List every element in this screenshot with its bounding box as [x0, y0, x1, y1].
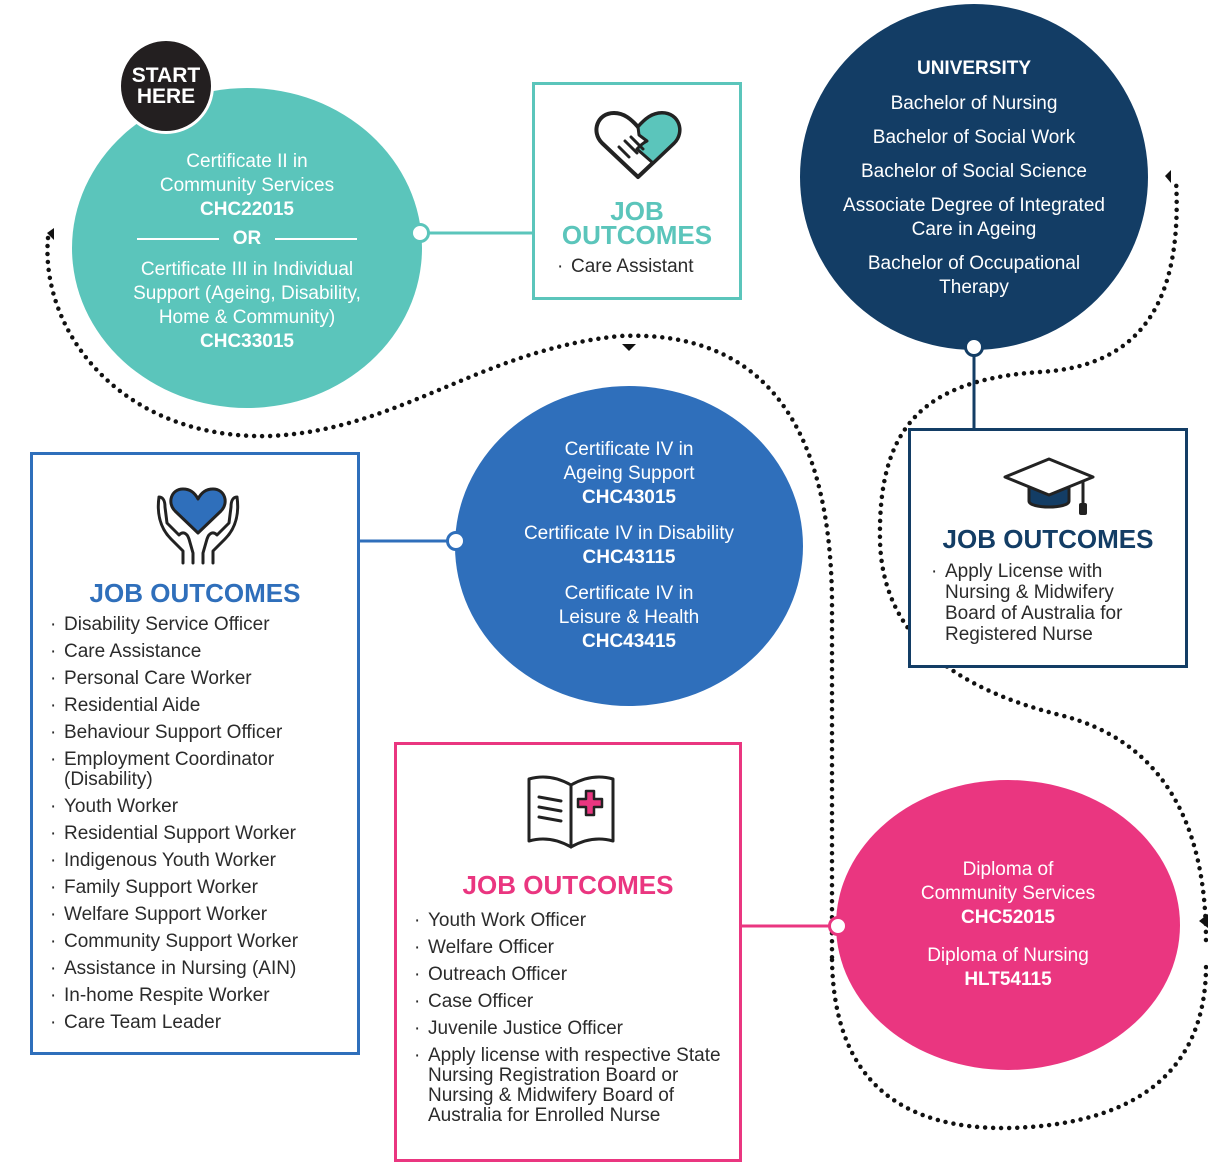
medical-book-icon: [527, 775, 615, 849]
list-item: ·Apply license with respective State Nur…: [414, 1045, 721, 1126]
list-item: ·Residential Aide: [50, 695, 201, 716]
list-item: ·Personal Care Worker: [50, 668, 252, 689]
cert3-code: CHC33015: [200, 331, 294, 352]
list-item: ·Juvenile Justice Officer: [414, 1018, 624, 1039]
list-item: ·Assistance in Nursing (AIN): [50, 958, 297, 979]
blue-connector-port: [446, 531, 466, 551]
diploma-community-group: Diploma of Community Services CHC52015: [921, 858, 1095, 930]
list-item: ·Case Officer: [414, 991, 534, 1012]
cert4-ageing-group: Certificate IV in Ageing Support CHC4301…: [564, 438, 695, 510]
uni-item-social-work: Bachelor of Social Work: [872, 127, 1076, 148]
cert4-disability-code: CHC43115: [582, 547, 676, 568]
uni-item-associate-degree-line1: Associate Degree of Integrated: [843, 195, 1105, 216]
teal-job-outcomes-box: JOB OUTCOMES ·Care Assistant: [532, 82, 742, 300]
pink-qualification-circle: Diploma of Community Services CHC52015 D…: [836, 780, 1180, 1070]
cert3-line1: Certificate III in Individual: [140, 259, 354, 280]
diploma-community-line1: Diploma of: [962, 859, 1054, 880]
handshake-heart-icon: [594, 111, 682, 179]
or-rule-right: [275, 238, 358, 240]
list-item: ·Residential Support Worker: [50, 823, 296, 844]
uni-item-occupational-therapy-line1: Bachelor of Occupational: [867, 253, 1081, 274]
dotted-path-teal-to-blue: [45, 235, 835, 963]
cert4-leisure-line1: Certificate IV in: [564, 583, 694, 604]
blue-job-outcomes-title: JOB OUTCOMES: [89, 578, 301, 608]
arrowhead-left: [47, 228, 54, 240]
hands-heart-icon: [156, 487, 240, 565]
arrowhead-top: [622, 344, 636, 351]
list-item: ·Care Assistance: [50, 641, 202, 662]
list-item: ·Welfare Support Worker: [50, 904, 268, 925]
list-item: ·Youth Worker: [50, 796, 179, 817]
diploma-nursing-group: Diploma of Nursing HLT54115: [927, 944, 1089, 992]
cert4-leisure-line2: Leisure & Health: [558, 607, 700, 628]
cert3-line2: Support (Ageing, Disability,: [133, 283, 361, 304]
cert3-line3: Home & Community): [158, 307, 336, 328]
teal-job-outcomes-title-line2: OUTCOMES: [561, 220, 713, 250]
dotted-path-blue-to-pink: [829, 957, 1208, 1131]
cert2-line1: Certificate II in: [186, 151, 308, 172]
pink-job-outcomes-title: JOB OUTCOMES: [462, 870, 674, 900]
dotted-path-pink-to-university: [877, 177, 1208, 943]
uni-item-social-science: Bachelor of Social Science: [860, 161, 1087, 182]
list-item: ·Family Support Worker: [50, 877, 258, 898]
list-item: ·Care Team Leader: [50, 1012, 222, 1033]
list-item: · Apply License with Nursing & Midwifery…: [931, 561, 1123, 645]
blue-job-outcomes-list: ·Disability Service Officer ·Care Assist…: [33, 615, 357, 1040]
list-item: ·Outreach Officer: [414, 964, 568, 985]
teal-connector-port: [410, 223, 430, 243]
teal-job-outcomes-list: ·Care Assistant: [535, 257, 739, 284]
cert4-leisure-code: CHC43415: [582, 631, 676, 652]
university-circle: UNIVERSITY Bachelor of Nursing Bachelor …: [800, 4, 1148, 350]
graduation-cap-icon: [1003, 457, 1095, 515]
pink-connector-port: [828, 916, 848, 936]
list-item: ·Care Assistant: [557, 256, 694, 277]
uni-item-nursing: Bachelor of Nursing: [890, 93, 1058, 114]
blue-job-outcomes-box: JOB OUTCOMES ·Disability Service Officer…: [30, 452, 360, 1055]
diploma-community-line2: Community Services: [920, 883, 1096, 904]
university-connector-port: [964, 337, 984, 357]
list-item: ·Youth Work Officer: [414, 910, 587, 931]
list-item: ·Community Support Worker: [50, 931, 299, 952]
cert4-ageing-line2: Ageing Support: [563, 463, 695, 484]
diploma-nursing-line1: Diploma of Nursing: [927, 945, 1089, 966]
navy-job-outcomes-list: · Apply License with Nursing & Midwifery…: [911, 561, 1185, 645]
list-item: ·In-home Respite Worker: [50, 985, 270, 1006]
start-here-badge: START HERE: [118, 38, 214, 134]
cert4-disability-group: Certificate IV in Disability CHC43115: [524, 522, 734, 570]
list-item: ·Employment Coordinator (Disability): [50, 749, 275, 790]
diploma-community-code: CHC52015: [961, 907, 1055, 928]
uni-item-associate-degree-line2: Care in Ageing: [911, 219, 1037, 240]
list-item: ·Welfare Officer: [414, 937, 555, 958]
diploma-nursing-code: HLT54115: [964, 969, 1052, 990]
or-rule-left: [136, 238, 219, 240]
blue-qualification-circle: Certificate IV in Ageing Support CHC4301…: [455, 386, 803, 706]
list-item: ·Behaviour Support Officer: [50, 722, 283, 743]
cert4-ageing-line1: Certificate IV in: [564, 439, 694, 460]
navy-job-outcomes-title: JOB OUTCOMES: [942, 524, 1154, 554]
cert4-leisure-group: Certificate IV in Leisure & Health CHC43…: [559, 582, 699, 654]
arrowhead-top-right: [1165, 170, 1171, 183]
cert2-code: CHC22015: [200, 199, 294, 220]
uni-item-occupational-therapy-line2: Therapy: [939, 277, 1009, 298]
cert2-line2: Community Services: [159, 175, 335, 196]
list-item: ·Disability Service Officer: [50, 614, 270, 635]
start-label: START: [131, 64, 201, 87]
or-label: OR: [232, 228, 262, 249]
or-divider: OR: [136, 228, 358, 250]
pink-job-outcomes-box: JOB OUTCOMES ·Youth Work Officer ·Welfar…: [394, 742, 742, 1162]
university-heading: UNIVERSITY: [916, 58, 1032, 79]
pink-job-outcomes-list: ·Youth Work Officer ·Welfare Officer ·Ou…: [397, 911, 739, 1133]
teal-qualification-circle: Certificate II in Community Services CHC…: [72, 88, 422, 408]
cert4-disability-line1: Certificate IV in Disability: [523, 523, 735, 544]
teal-job-outcomes-title-line1: JOB: [610, 196, 664, 226]
here-label: HERE: [136, 85, 196, 108]
navy-job-outcomes-box: JOB OUTCOMES · Apply License with Nursin…: [908, 428, 1188, 668]
cert4-ageing-code: CHC43015: [582, 487, 676, 508]
list-item: ·Indigenous Youth Worker: [50, 850, 276, 871]
arrowhead-right: [1199, 914, 1208, 928]
